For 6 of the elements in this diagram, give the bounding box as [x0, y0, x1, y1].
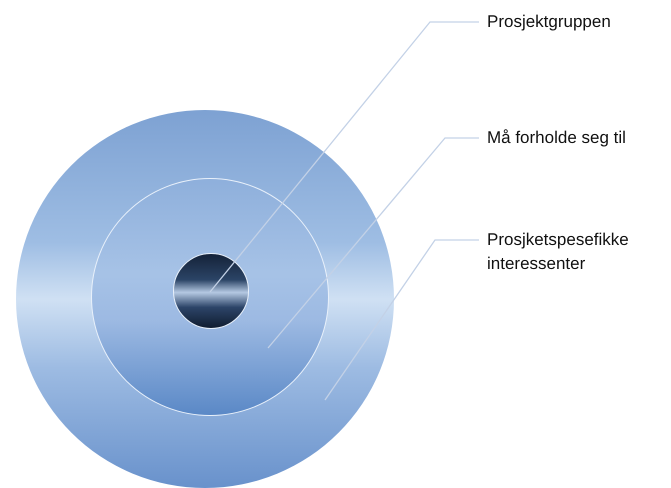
label: Må forholde seg til: [487, 126, 667, 150]
label: Prosjektgruppen: [487, 10, 667, 34]
label: Prosjketspesefikke interessenter: [487, 228, 667, 276]
leader-line: [324, 239, 479, 400]
leader-line: [210, 21, 479, 292]
leader-line: [268, 137, 479, 348]
